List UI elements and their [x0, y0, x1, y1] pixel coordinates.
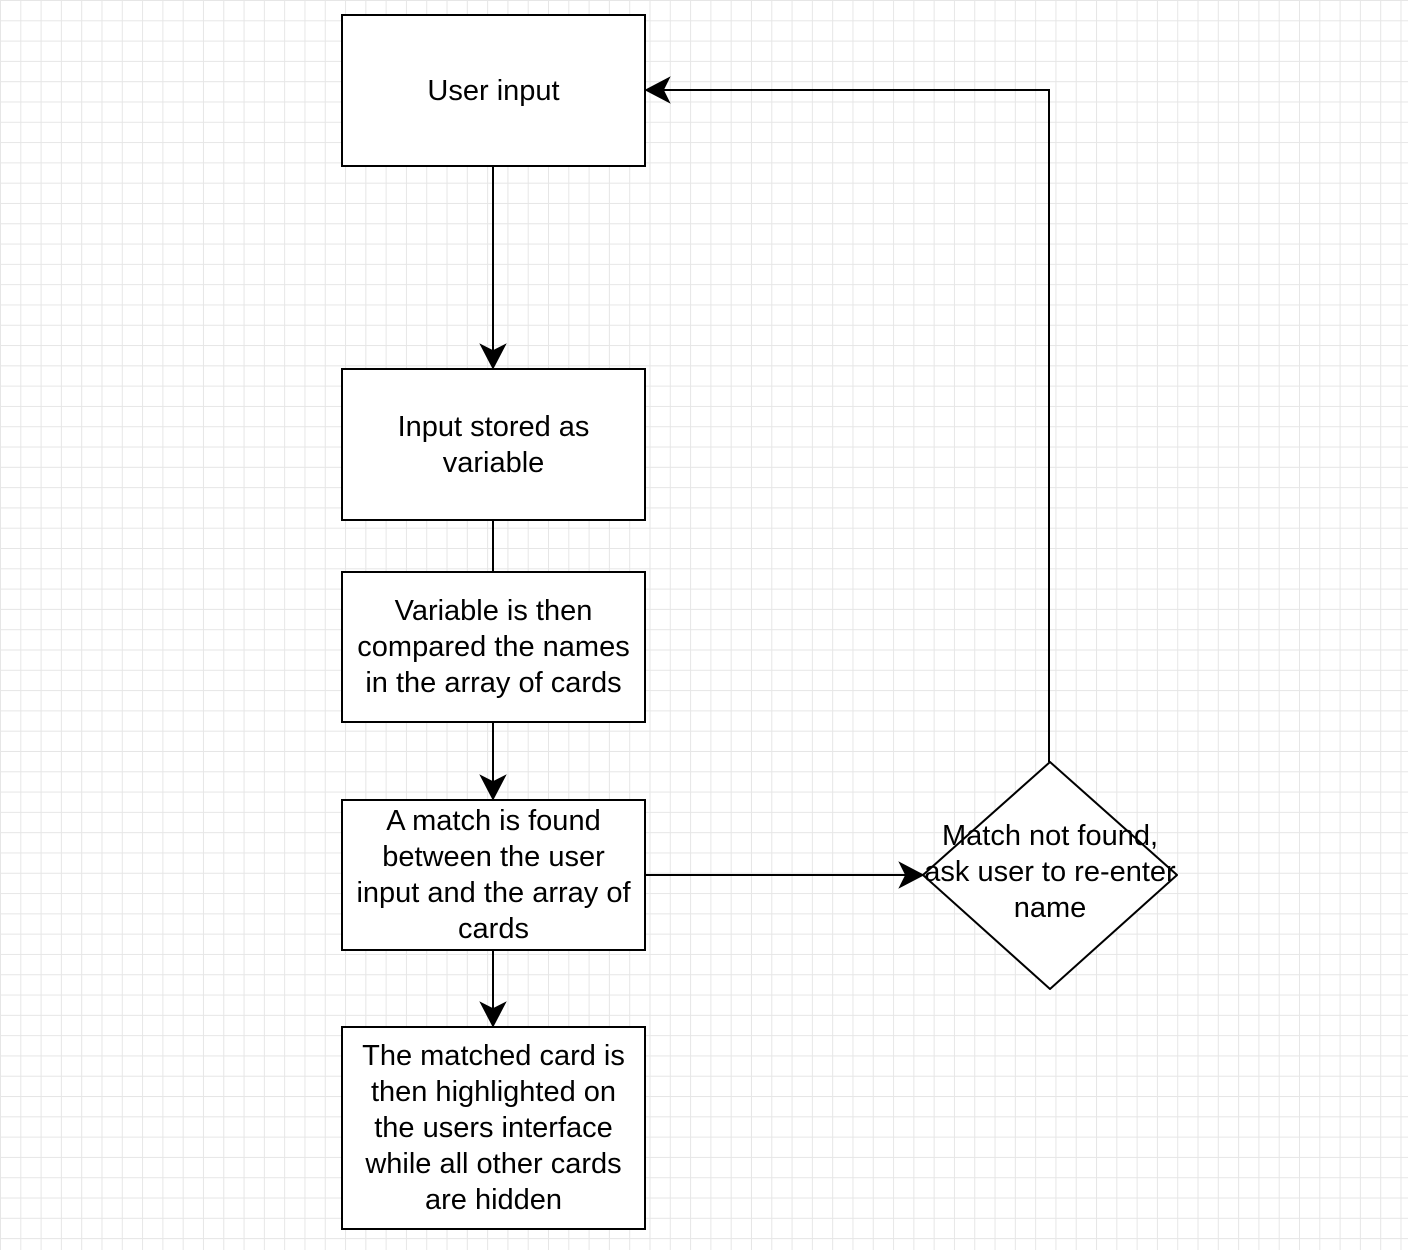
node-match-found-label: A match is found between the user input …	[356, 805, 631, 945]
node-highlighted-label: The matched card is then highlighted on …	[362, 1040, 625, 1216]
node-user-input: User input	[341, 14, 646, 167]
node-compared: Variable is then compared the names in t…	[341, 571, 646, 723]
edge-match-found-to-not-found	[645, 861, 925, 889]
decision-diamond	[922, 761, 1178, 990]
node-input-stored-label: Input stored as variable	[397, 410, 590, 479]
edge-not-found-to-user-input	[644, 76, 1050, 762]
node-input-stored: Input stored as variable	[341, 368, 646, 521]
decision-not-found-label: Match not found, ask user to re-enter na…	[924, 820, 1176, 924]
edge-user-input-to-input-stored	[479, 166, 507, 370]
node-user-input-label: User input	[427, 74, 560, 107]
node-highlighted: The matched card is then highlighted on …	[341, 1026, 646, 1230]
node-match-found: A match is found between the user input …	[341, 799, 646, 951]
node-compared-label: Variable is then compared the names in t…	[357, 595, 630, 699]
edge-match-found-to-highlighted	[479, 950, 507, 1028]
edge-compared-to-match-found	[479, 722, 507, 801]
